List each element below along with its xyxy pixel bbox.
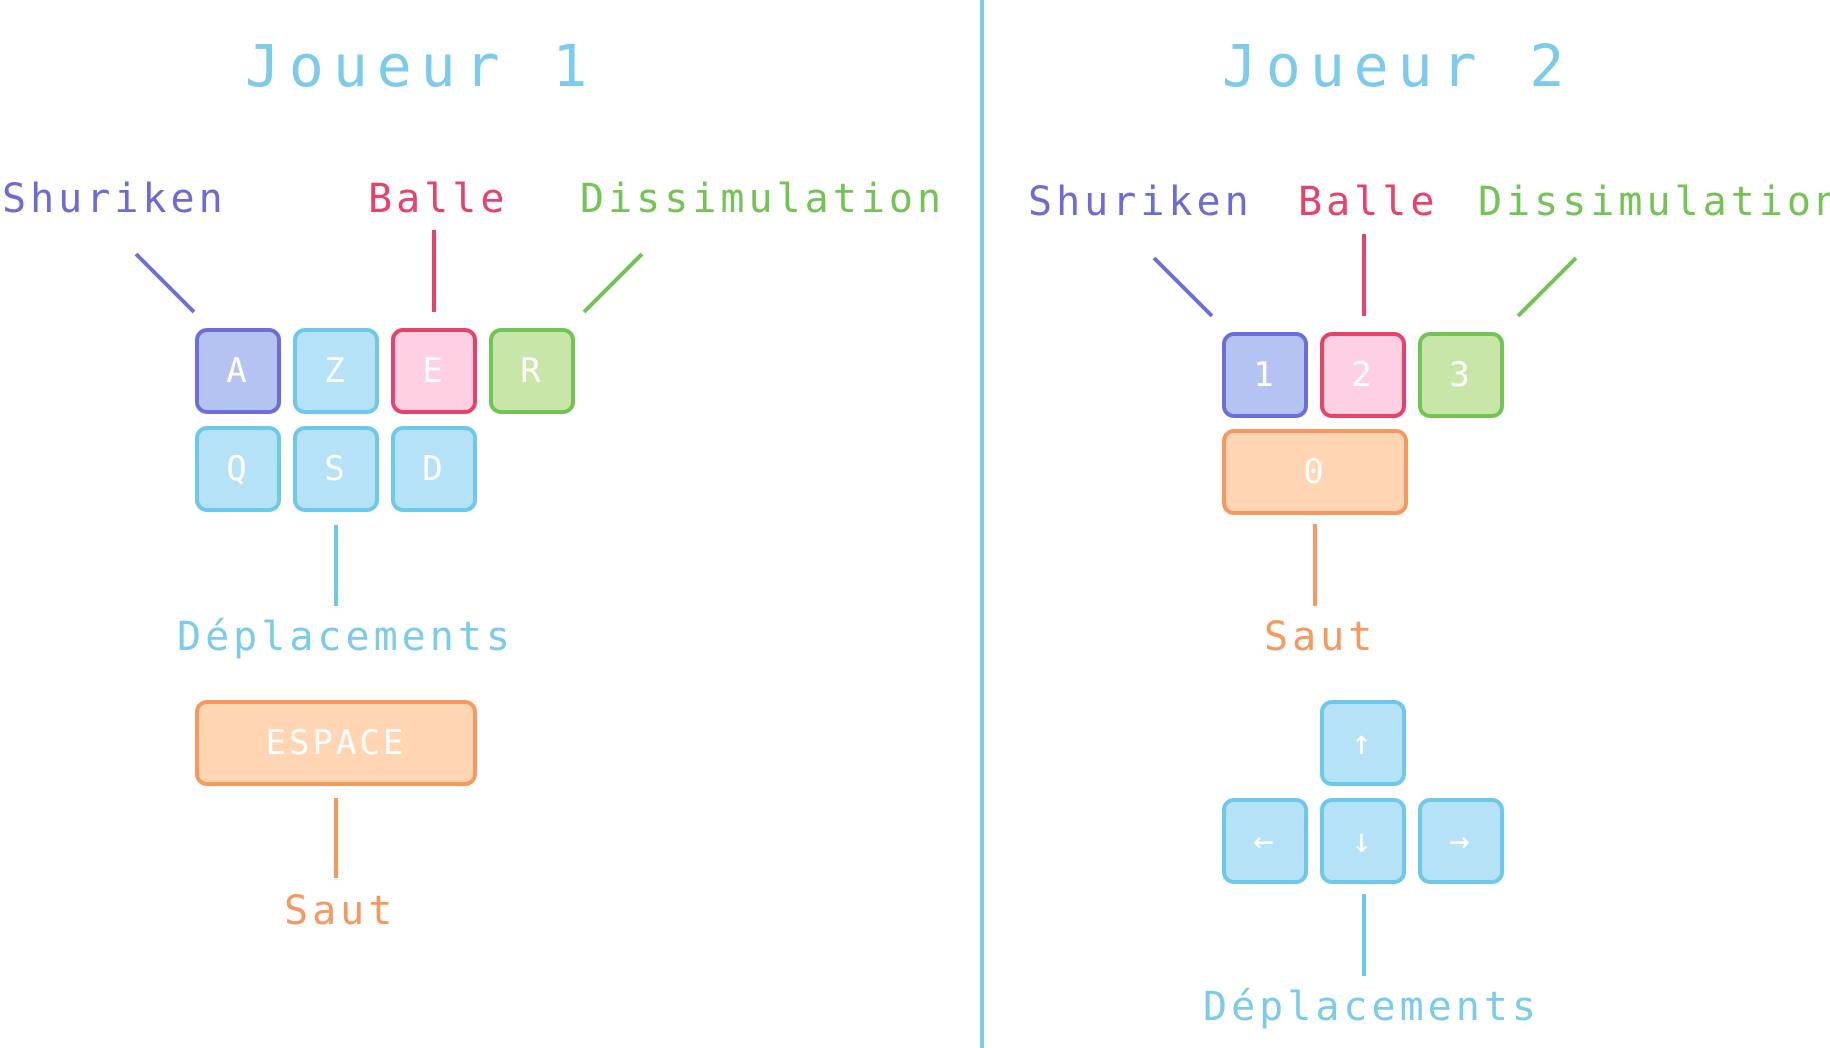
p1-label-balle: Balle [368,176,509,222]
p2-key-down: ↓ [1320,798,1406,884]
p1-key-z: Z [293,328,379,414]
p1-key-a: A [195,328,281,414]
p2-label-deplacements: Déplacements [1203,984,1540,1030]
p2-shuriken-connector [1152,256,1214,318]
p2-key-3: 3 [1418,332,1504,418]
p1-label-shuriken: Shuriken [2,176,227,222]
p2-label-dissimulation: Dissimulation [1478,179,1830,225]
p2-label-shuriken: Shuriken [1028,179,1253,225]
p2-key-up: ↑ [1320,700,1406,786]
p1-connectors [134,230,644,878]
p1-key-d: D [391,426,477,512]
p1-key-r: R [489,328,575,414]
p2-dissimulation-connector [1516,256,1578,318]
player2-title: Joueur 2 [1222,32,1574,100]
p1-key-q: Q [195,426,281,512]
p2-key-right: → [1418,798,1504,884]
p1-label-dissimulation: Dissimulation [580,176,946,222]
p2-connectors [1152,234,1578,976]
p1-key-space: ESPACE [195,700,477,786]
p1-label-saut: Saut [284,888,397,934]
p1-key-e: E [391,328,477,414]
p2-label-balle: Balle [1298,179,1439,225]
p1-shuriken-connector [134,252,196,314]
player1-title: Joueur 1 [245,32,597,100]
p2-label-saut: Saut [1264,614,1377,660]
p1-dissimulation-connector [582,252,644,314]
center-divider [980,0,984,1048]
p2-key-1: 1 [1222,332,1308,418]
p2-key-0: 0 [1222,429,1408,515]
p2-key-left: ← [1222,798,1308,884]
p1-label-deplacements: Déplacements [177,614,514,660]
p1-key-s: S [293,426,379,512]
p2-key-2: 2 [1320,332,1406,418]
